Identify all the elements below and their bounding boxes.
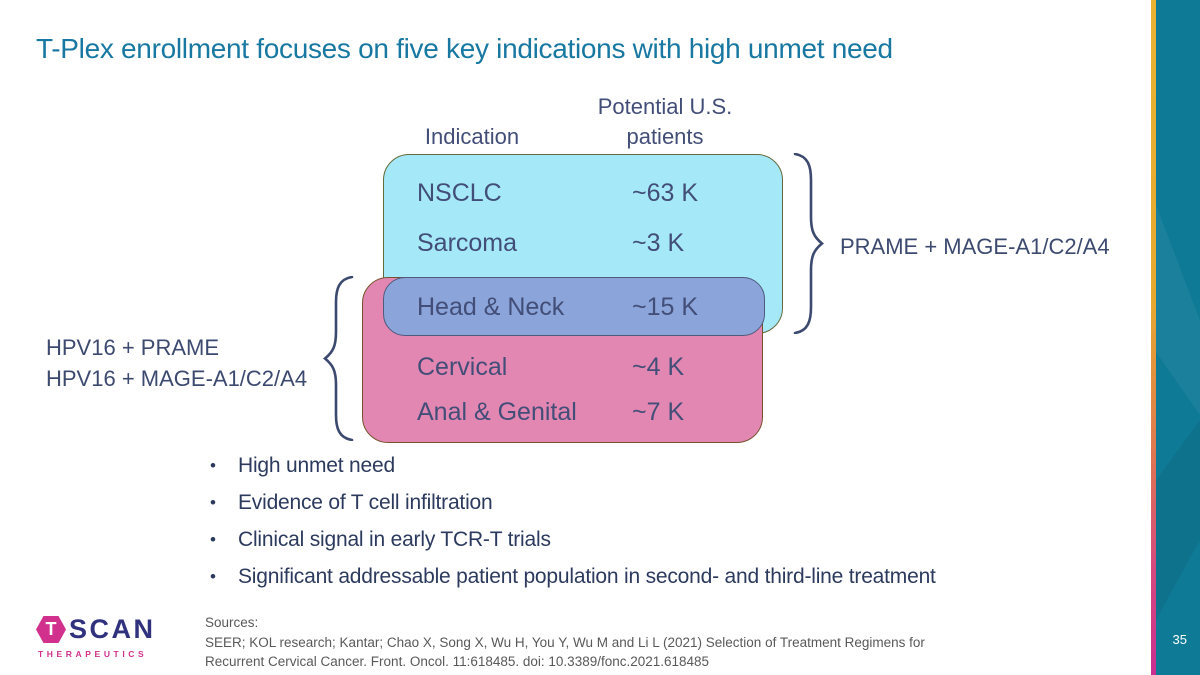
table-row: Anal & Genital ~7 K [417,397,797,427]
right-brace-icon [793,153,825,334]
table-row: Head & Neck ~15 K [417,292,797,322]
row-indication: Sarcoma [417,229,518,257]
panel-facet-shadow [1156,420,1200,620]
column-header-patients-line1: Potential U.S. [597,94,733,119]
page-number: 35 [1172,632,1187,647]
sources-line2: Recurrent Cervical Cancer. Front. Oncol.… [205,654,710,669]
table-row: Sarcoma ~3 K [417,228,797,258]
column-header-patients-line2: patients [626,124,704,149]
row-patients: ~3 K [632,229,685,257]
bullet-icon: • [210,567,216,586]
row-patients: ~15 K [632,293,699,321]
bullet-icon: • [210,456,216,475]
left-brace-icon [322,276,354,441]
slide-title: T-Plex enrollment focuses on five key in… [36,33,893,64]
column-header-indication: Indication [424,124,520,149]
table-row: NSCLC ~63 K [417,178,797,208]
overlap-region-box [383,277,765,336]
bullet-icon: • [210,493,216,512]
bullet-text: Evidence of T cell infiltration [238,491,493,514]
list-item: • Clinical signal in early TCR-T trials [210,527,1110,553]
tscan-logo: T SCAN THERAPEUTICS [36,612,186,662]
row-indication: NSCLC [417,179,502,207]
row-patients: ~4 K [632,353,685,381]
edge-gradient-strip [1151,0,1156,675]
edge-teal-panel [1156,0,1200,675]
tscan-logo-subtitle: THERAPEUTICS [38,649,148,659]
panel-facet-highlight [1156,205,1200,415]
left-brace-label-line2: HPV16 + MAGE-A1/C2/A4 [46,366,308,391]
row-indication: Head & Neck [417,293,565,321]
row-indication: Cervical [417,353,508,381]
row-patients: ~63 K [632,179,699,207]
tscan-hexagon-icon: T [36,616,66,643]
bullet-text: Significant addressable patient populati… [238,565,936,588]
list-item: • Evidence of T cell infiltration [210,490,1110,516]
row-patients: ~7 K [632,398,685,426]
list-item: • Significant addressable patient populat… [210,564,1110,590]
row-indication: Anal & Genital [417,398,577,426]
bullet-text: Clinical signal in early TCR-T trials [238,528,551,551]
column-header-patients: Potential U.S. patients [585,92,745,152]
table-row: Cervical ~4 K [417,352,797,382]
list-item: • High unmet need [210,453,1110,479]
tscan-logo-text: SCAN [69,614,156,644]
sources-line1: SEER; KOL research; Kantar; Chao X, Song… [205,634,925,650]
sources-label: Sources: [205,615,259,630]
bullet-icon: • [210,530,216,549]
sources-block: Sources: SEER; KOL research; Kantar; Cha… [205,613,965,672]
left-brace-label: HPV16 + PRAME HPV16 + MAGE-A1/C2/A4 [46,332,336,394]
right-brace-label: PRAME + MAGE-A1/C2/A4 [840,234,1110,259]
left-brace-label-line1: HPV16 + PRAME [46,335,220,360]
bullet-text: High unmet need [238,454,395,477]
